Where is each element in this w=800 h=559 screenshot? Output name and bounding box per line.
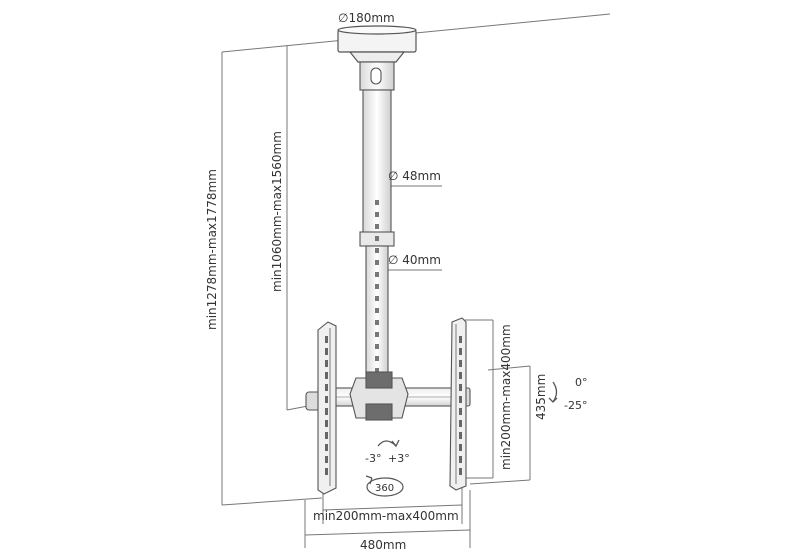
bracket-slot xyxy=(459,372,462,379)
lower-pole-diameter-label: ∅ 40mm xyxy=(388,253,441,267)
bracket-slot xyxy=(459,384,462,391)
pole-hole xyxy=(375,332,379,337)
ceiling-plate xyxy=(337,25,417,63)
right-vesa-bracket xyxy=(449,317,467,491)
swivel-arrow-icon xyxy=(365,475,404,497)
pole-hole xyxy=(375,236,379,241)
bracket-slot xyxy=(459,444,462,451)
swivel-label: 360 xyxy=(375,483,394,494)
pole-hole xyxy=(375,212,379,217)
bracket-slot xyxy=(325,408,328,415)
arm-height-label: 435mm xyxy=(534,374,548,420)
bracket-slot xyxy=(459,432,462,439)
pole-hole xyxy=(375,284,379,289)
pole-hole xyxy=(375,320,379,325)
pole-hole xyxy=(375,224,379,229)
bracket-slot xyxy=(325,456,328,463)
overall-width-label: 480mm xyxy=(360,538,406,552)
roll-arrow-icon xyxy=(377,439,400,448)
pole-hole xyxy=(375,272,379,277)
pole-hole xyxy=(375,356,379,361)
pole-hole xyxy=(375,260,379,265)
bracket-slot xyxy=(325,432,328,439)
pole-hole xyxy=(375,296,379,301)
pole-holes xyxy=(375,200,379,373)
bracket-slot xyxy=(459,456,462,463)
dimension-lines xyxy=(221,13,611,548)
pole-hole xyxy=(375,248,379,253)
bracket-slot xyxy=(459,420,462,427)
tilt-arrow-icon xyxy=(548,381,558,403)
vesa-vertical-label: min200mm-max400mm xyxy=(499,324,513,470)
bracket-slot xyxy=(325,396,328,403)
roll-right-label: +3° xyxy=(388,452,410,465)
bracket-slot xyxy=(459,360,462,367)
left-bracket-slots xyxy=(325,336,328,475)
upper-pole-diameter-label: ∅ 48mm xyxy=(388,169,441,183)
bracket-slot xyxy=(325,468,328,475)
total-height-label: min1278mm-max1778mm xyxy=(205,169,219,330)
bracket-slot xyxy=(325,360,328,367)
bracket-slot xyxy=(325,348,328,355)
base-diameter-label: ∅180mm xyxy=(338,11,395,25)
pole-height-label: min1060mm-max1560mm xyxy=(270,131,284,292)
tilt-bottom-label: -25° xyxy=(564,399,587,412)
bracket-slot xyxy=(459,348,462,355)
vesa-horizontal-label: min200mm-max400mm xyxy=(313,509,459,523)
pole-hole xyxy=(375,368,379,373)
right-bracket-slots xyxy=(459,336,462,475)
cross-bar xyxy=(305,371,471,421)
bracket-slot xyxy=(459,336,462,343)
bracket-slot xyxy=(459,396,462,403)
tilt-top-label: 0° xyxy=(575,376,588,389)
bracket-slot xyxy=(459,468,462,475)
bracket-slot xyxy=(325,444,328,451)
pole-hole xyxy=(375,344,379,349)
bracket-slot xyxy=(325,420,328,427)
roll-left-label: -3° xyxy=(365,452,381,465)
bracket-slot xyxy=(459,408,462,415)
pole-hole xyxy=(375,308,379,313)
pole-hole xyxy=(375,200,379,205)
bracket-slot xyxy=(325,336,328,343)
mount-pole xyxy=(359,61,395,387)
bracket-slot xyxy=(325,384,328,391)
bracket-slot xyxy=(325,372,328,379)
